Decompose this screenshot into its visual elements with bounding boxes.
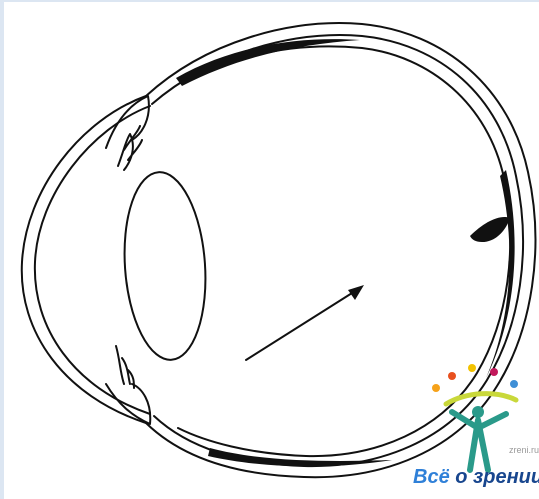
site-logo <box>432 364 518 470</box>
iris-lower <box>106 384 150 424</box>
arrow-shaft <box>246 288 360 360</box>
site-title: Всё о зрении <box>413 466 539 489</box>
lens <box>119 169 212 362</box>
logo-dot-blue <box>510 380 518 388</box>
logo-dot-magenta <box>490 368 498 376</box>
sclera-inner <box>152 35 523 466</box>
site-domain-label: zreni.ru <box>509 445 539 455</box>
arrow-head <box>348 285 364 300</box>
retina-line <box>178 46 510 456</box>
logo-figure-body <box>452 412 506 470</box>
optic-disc-icon <box>470 217 510 242</box>
logo-dot-orange <box>432 384 440 392</box>
logo-figure-head <box>472 406 484 418</box>
ciliary-body-lower <box>116 346 134 388</box>
site-title-part1: Всё <box>413 466 450 488</box>
logo-dot-red <box>448 372 456 380</box>
site-title-part2: о зрении <box>450 466 539 488</box>
logo-arc <box>446 394 516 404</box>
logo-dot-yellow <box>468 364 476 372</box>
ciliary-body-upper <box>118 126 142 170</box>
